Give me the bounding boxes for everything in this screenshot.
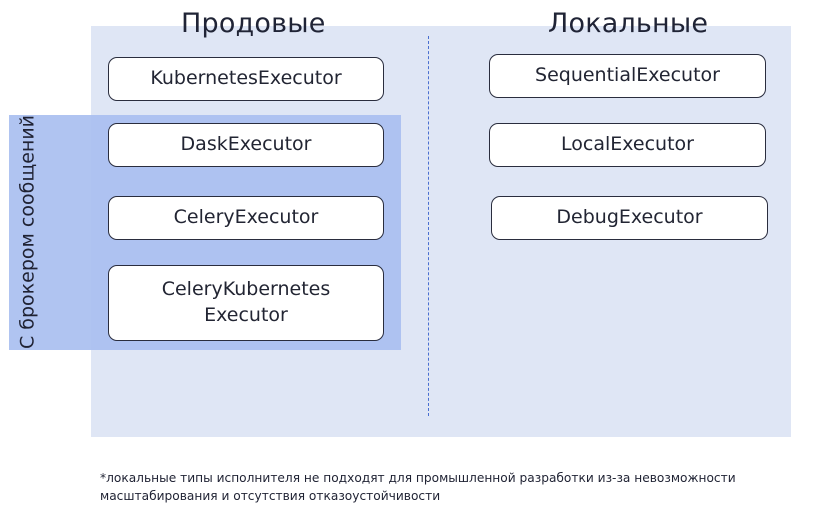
executor-kubernetes: KubernetesExecutor: [108, 57, 384, 101]
executor-celery: CeleryExecutor: [108, 196, 384, 240]
broker-label-text: С брокером сообщений: [16, 114, 39, 350]
executor-sequential: SequentialExecutor: [489, 54, 766, 98]
footnote: *локальные типы исполнителя не подходят …: [100, 471, 736, 504]
executor-dask: DaskExecutor: [108, 123, 384, 167]
executor-celery-kubernetes: CeleryKubernetes Executor: [108, 265, 384, 341]
column-title-prod: Продовые: [181, 8, 326, 39]
executor-debug: DebugExecutor: [491, 196, 768, 240]
column-title-local: Локальные: [548, 8, 709, 39]
executor-local: LocalExecutor: [489, 123, 766, 167]
column-divider: [428, 36, 429, 416]
